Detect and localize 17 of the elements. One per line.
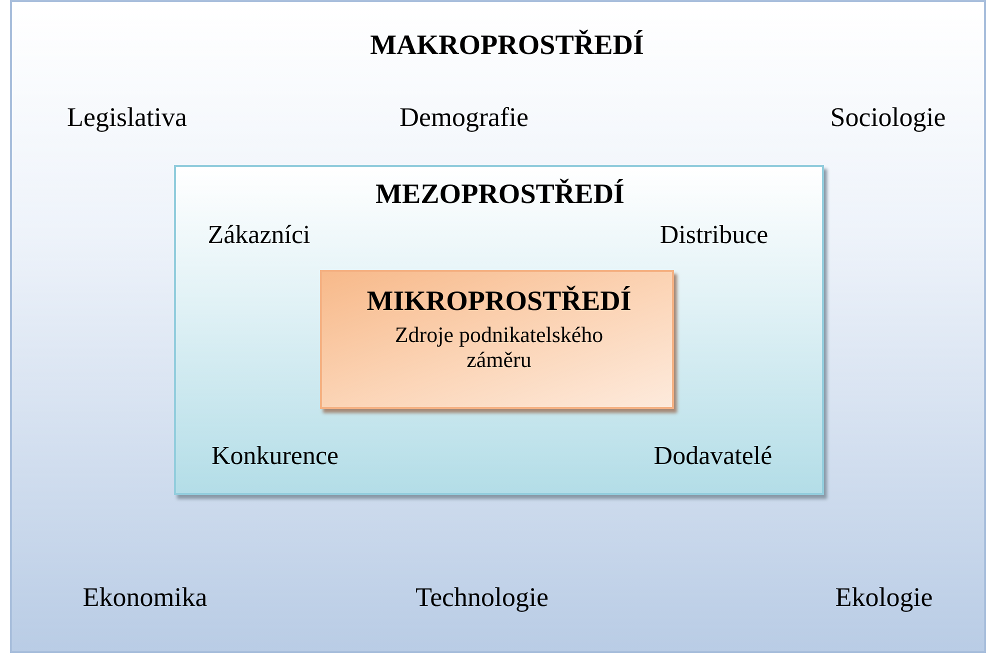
factor-label: Demografie (400, 102, 528, 134)
factor-label: Technologie (415, 582, 549, 614)
macro-environment-box (10, 0, 986, 653)
factor-label: Distribuce (660, 220, 768, 250)
box-heading: MEZOPROSTŘEDÍ (376, 179, 624, 212)
factor-label: Zákazníci (208, 220, 310, 250)
box-heading: MIKROPROSTŘEDÍ (366, 286, 632, 318)
factor-label: Konkurence (211, 441, 339, 471)
micro-environment-box (320, 270, 674, 409)
meso-environment-box (174, 165, 824, 495)
factor-label: Dodavatelé (654, 441, 772, 471)
box-heading: MAKROPROSTŘEDÍ (370, 30, 644, 62)
factor-label: Legislativa (67, 102, 187, 134)
factor-label: Sociologie (830, 102, 946, 134)
factor-label: Ekonomika (82, 582, 208, 614)
factor-label: Zdroje podnikatelského záměru (394, 322, 604, 373)
factor-label: Ekologie (835, 582, 933, 614)
